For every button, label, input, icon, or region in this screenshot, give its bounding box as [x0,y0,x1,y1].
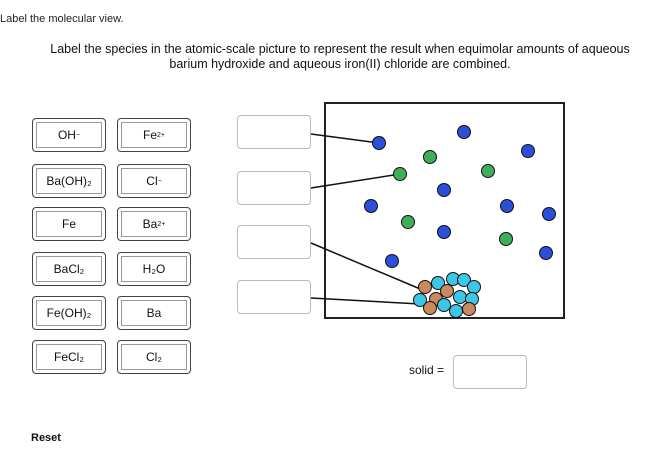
leader-line-1 [310,133,380,144]
chip-text: Cl₂ [146,350,162,364]
chip-charge: − [75,131,81,139]
chip-text: Fe [61,217,76,231]
solid-particle-brown [462,302,476,316]
green-ion [423,150,437,164]
solid-particle-light-blue [437,298,451,312]
chip-text: H₂O [142,262,166,276]
solid-particle-light-blue [413,293,427,307]
solid-target[interactable] [453,355,527,389]
green-ion [401,215,415,229]
chip-text: Fe(OH)₂ [46,306,92,320]
instructions: Label the species in the atomic-scale pi… [50,42,630,71]
label-chip-feoh2[interactable]: Fe(OH)₂ [32,296,106,330]
dark-blue-ion [372,136,386,150]
chip-text: FeCl₂ [54,350,84,364]
label-chip-ba[interactable]: Ba [117,296,191,330]
label-chip-fe[interactable]: Fe [32,207,106,241]
chip-charge: − [157,177,162,185]
dark-blue-ion [542,207,556,221]
dark-blue-ion [457,125,471,139]
chip-charge: 2+ [157,220,166,228]
solid-particle-brown [423,301,437,315]
solid-particle-light-blue [457,273,471,287]
chip-text: Ba(OH)₂ [46,174,92,188]
dark-blue-ion [500,199,514,213]
solid-particle-light-blue [431,276,445,290]
green-ion [393,167,407,181]
label-target-4[interactable] [237,280,311,314]
reset-button[interactable]: Reset [31,432,61,444]
solid-particle-light-blue [453,290,467,304]
dark-blue-ion [364,199,378,213]
chip-text: Ba [142,217,158,231]
solid-label: solid = [409,363,445,377]
leader-line-4 [310,297,421,305]
leader-line-3 [310,242,426,292]
chip-text: Ba [146,306,162,320]
green-ion [481,164,495,178]
solid-particle-light-blue [467,280,481,294]
solid-particle-light-blue [449,304,463,318]
chip-charge: 2+ [157,131,165,139]
dark-blue-ion [437,183,451,197]
label-chip-h2o[interactable]: H₂O [117,252,191,286]
label-target-1[interactable] [237,115,311,149]
label-chip-bacl2[interactable]: BaCl₂ [32,252,106,286]
solid-particle-brown [418,280,432,294]
dark-blue-ion [521,144,535,158]
dark-blue-ion [385,254,399,268]
label-chip-cl-ion[interactable]: Cl− [117,164,191,198]
chip-text: BaCl₂ [53,262,85,276]
chip-text: Fe [143,128,158,142]
dark-blue-ion [539,246,553,260]
label-chip-cl2[interactable]: Cl₂ [117,340,191,374]
label-chip-oh-ion[interactable]: OH− [32,118,106,152]
label-target-3[interactable] [237,225,311,259]
label-target-2[interactable] [237,171,311,205]
label-chip-baoh2[interactable]: Ba(OH)₂ [32,164,106,198]
solid-particle-brown [440,284,454,298]
chip-text: Cl [146,174,158,188]
label-chip-fecl2[interactable]: FeCl₂ [32,340,106,374]
page-heading: Label the molecular view. [0,13,124,25]
dark-blue-ion [437,225,451,239]
green-ion [499,232,513,246]
leader-line-2 [310,173,401,189]
chip-text: OH [57,128,76,142]
